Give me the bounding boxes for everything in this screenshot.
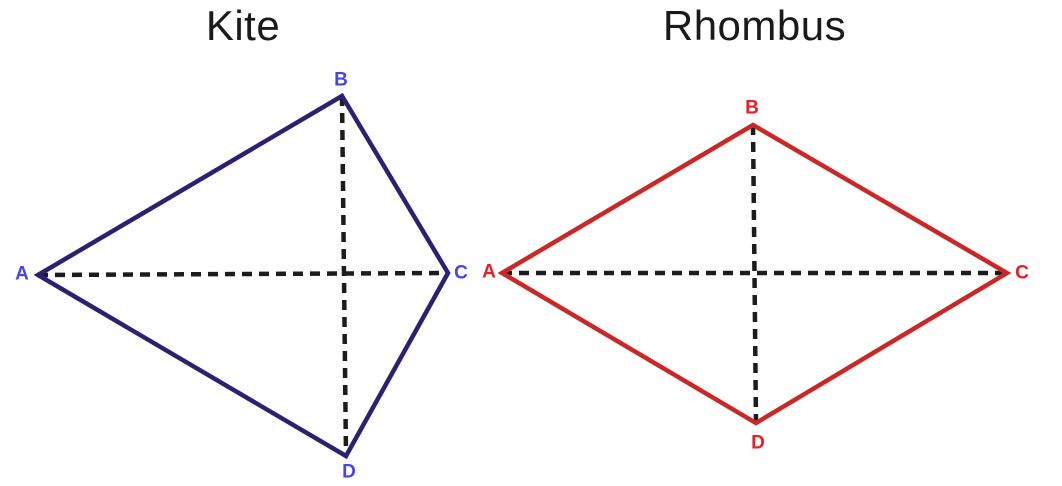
kite-diagonal-ac (37, 270, 449, 278)
rhombus-figure: A B C D (482, 98, 1029, 454)
rhombus-vertex-label-c: C (1015, 263, 1029, 284)
kite-title: Kite (205, 2, 281, 49)
kite-vertex-label-b: B (334, 70, 348, 91)
kite-figure: A B C D (15, 70, 468, 483)
rhombus-title: Rhombus (662, 2, 847, 49)
kite-vertex-label-d: D (342, 462, 356, 483)
rhombus-diagonal-bd (750, 124, 759, 424)
rhombus-outline (497, 122, 1012, 426)
rhombus-vertex-label-a: A (482, 262, 496, 283)
kite-diagonal-bd (339, 95, 349, 457)
kite-vertex-label-a: A (15, 264, 29, 285)
rhombus-vertex-label-d: D (751, 433, 765, 454)
kite-vertex-label-c: C (454, 263, 468, 284)
kite-outline (33, 92, 451, 460)
rhombus-vertex-label-b: B (745, 98, 759, 119)
